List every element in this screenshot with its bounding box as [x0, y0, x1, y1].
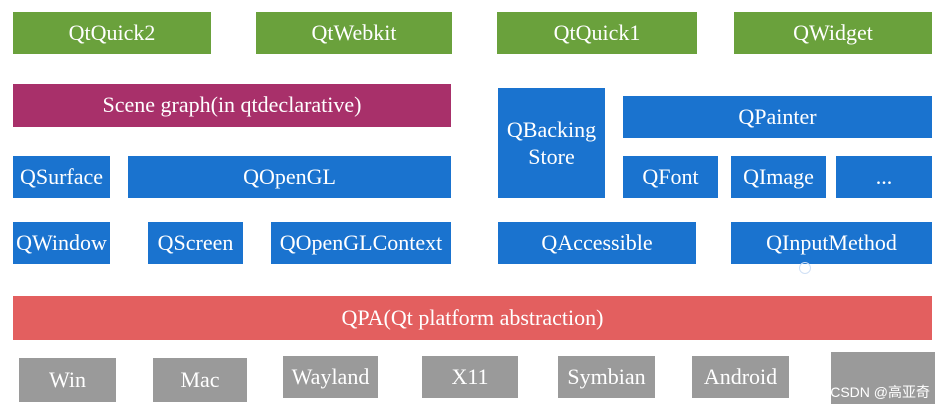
qtwebkit-box: QtWebkit — [256, 12, 452, 54]
qwindow-box: QWindow — [13, 222, 110, 264]
qaccessible-box: QAccessible — [498, 222, 696, 264]
qwindow-label: QWindow — [16, 229, 107, 255]
qimage-box: QImage — [731, 156, 826, 198]
qbacking-store-box: QBacking Store — [498, 88, 605, 198]
qinputmethod-box: QInputMethod — [731, 222, 932, 264]
platform-wayland-label: Wayland — [291, 363, 370, 389]
platform-wayland-box: Wayland — [283, 356, 378, 398]
qwidget-box: QWidget — [734, 12, 932, 54]
platform-android-box: Android — [692, 356, 789, 398]
cursor-ring-icon — [799, 262, 811, 274]
qtwebkit-label: QtWebkit — [311, 19, 397, 45]
scene-graph-label: Scene graph(in qtdeclarative) — [102, 92, 362, 118]
qscreen-box: QScreen — [148, 222, 243, 264]
ellipsis-label: ... — [875, 163, 893, 189]
platform-symbian-box: Symbian — [558, 356, 655, 398]
qinputmethod-label: QInputMethod — [766, 229, 897, 255]
platform-unlabeled-box — [831, 352, 935, 404]
ellipsis-box: ... — [836, 156, 932, 198]
platform-symbian-label: Symbian — [567, 363, 646, 389]
qopenglcontext-box: QOpenGLContext — [271, 222, 451, 264]
qpainter-box: QPainter — [623, 96, 932, 138]
qtquick2-label: QtQuick2 — [68, 19, 156, 45]
platform-mac-box: Mac — [153, 358, 247, 402]
qscreen-label: QScreen — [157, 229, 234, 255]
qpa-box: QPA(Qt platform abstraction) — [13, 296, 932, 340]
qopengl-box: QOpenGL — [128, 156, 451, 198]
platform-x11-label: X11 — [451, 363, 489, 389]
qimage-label: QImage — [743, 163, 814, 189]
qopenglcontext-label: QOpenGLContext — [279, 229, 443, 255]
qwidget-label: QWidget — [793, 19, 873, 45]
scene-graph-box: Scene graph(in qtdeclarative) — [13, 84, 451, 127]
qfont-box: QFont — [623, 156, 718, 198]
platform-win-box: Win — [19, 358, 116, 402]
qaccessible-label: QAccessible — [541, 229, 653, 255]
csdn-watermark: CSDN @高亚奇 — [830, 384, 930, 400]
qpa-label: QPA(Qt platform abstraction) — [341, 304, 604, 330]
qtquick1-box: QtQuick1 — [497, 12, 697, 54]
platform-win-label: Win — [49, 366, 86, 392]
qsurface-label: QSurface — [19, 163, 104, 189]
qtquick2-box: QtQuick2 — [13, 12, 211, 54]
qpainter-label: QPainter — [738, 103, 817, 129]
platform-android-label: Android — [703, 363, 778, 389]
qtquick1-label: QtQuick1 — [553, 19, 641, 45]
platform-x11-box: X11 — [422, 356, 518, 398]
qbacking-store-label: QBacking Store — [506, 116, 597, 170]
platform-mac-label: Mac — [180, 366, 220, 392]
qsurface-box: QSurface — [13, 156, 110, 198]
qfont-label: QFont — [642, 163, 699, 189]
qopengl-label: QOpenGL — [243, 163, 336, 189]
